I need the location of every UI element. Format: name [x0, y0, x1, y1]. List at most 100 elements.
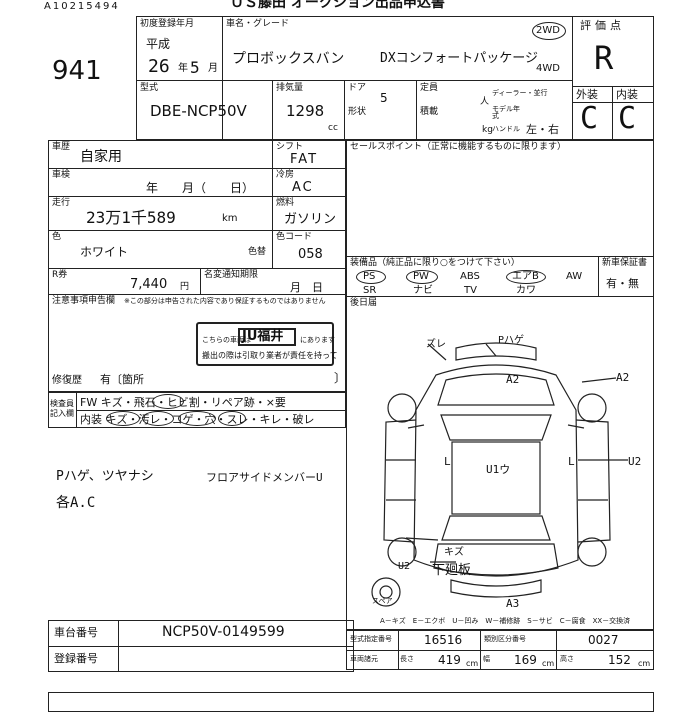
chassis-number: NCP50V-0149599: [162, 624, 285, 640]
height-unit: cm: [638, 659, 651, 668]
top-code: A10215494: [44, 1, 120, 12]
handle-value: 左・右: [526, 123, 559, 136]
equip-airbag: エアB: [512, 271, 539, 282]
shift: FAT: [290, 152, 319, 167]
model-code: DBE-NCP50V: [150, 102, 247, 120]
drive-4wd: 4WD: [536, 63, 560, 74]
name-change-value: 月 日: [290, 281, 323, 294]
height-label: 高さ: [560, 655, 574, 663]
equip-aw: AW: [566, 271, 583, 282]
car-name: プロボックスバン: [232, 51, 345, 67]
doors: 5: [380, 91, 388, 105]
ju-text-1: こちらの車両は: [202, 336, 251, 344]
month-unit: 月: [208, 63, 218, 74]
diag-right-door: L: [568, 455, 575, 468]
width-label: 幅: [483, 655, 490, 663]
equipment-label: 装備品（純正品に限り○をつけて下さい）: [350, 258, 520, 268]
aircon-label: 冷房: [276, 170, 295, 180]
new-record-label: 新車保証書: [602, 258, 648, 268]
circle-flying-stone: [152, 394, 184, 409]
capacity-label: 定員: [420, 83, 439, 93]
class-no: 0027: [588, 633, 619, 647]
exterior-grade: C: [580, 101, 599, 136]
recycle-label: R券: [52, 270, 68, 280]
ju-badge: JU福井: [242, 329, 284, 344]
cc-unit: cc: [328, 123, 338, 133]
circle-ps: [356, 270, 386, 284]
interior-grade: C: [618, 101, 637, 136]
reg-year: 26: [148, 56, 170, 77]
color: ホワイト: [80, 245, 129, 259]
eval-label: 評価点: [580, 19, 625, 32]
diag-right-fender: A2: [616, 371, 630, 384]
yen-unit: 円: [180, 282, 190, 292]
color-label: 色: [52, 232, 62, 242]
height: 152: [608, 653, 631, 667]
car-grade: DXコンフォートパッケージ: [380, 51, 539, 66]
new-record-value: 有・無: [606, 277, 639, 290]
model-label: 型式: [140, 83, 159, 93]
recycle-fee: 7,440: [130, 277, 168, 292]
diag-right-rear: U2: [628, 455, 642, 468]
hand-note-1: Pハゲ、ツヤナシ: [56, 469, 154, 484]
year-unit: 年: [178, 63, 188, 74]
diag-hood: A2: [506, 373, 520, 386]
model-year-label: モデル年式: [492, 105, 520, 120]
diag-top-left: ズレ: [426, 339, 446, 350]
circle-burn: [178, 411, 216, 426]
length-label: 長さ: [400, 655, 414, 663]
notes-label: 注意事項申告欄: [52, 296, 116, 306]
top-grid: [136, 16, 654, 140]
name-change-label: 名変通知期限: [204, 270, 259, 280]
diag-roof: U1ウ: [486, 463, 511, 476]
hand-note-3: フロアサイドメンバーU: [206, 471, 323, 484]
sales-point-label: セールスポイント（正常に機能するものに限ります）: [350, 142, 567, 152]
circle-pw: [406, 270, 438, 284]
color-code-label: 色コード: [276, 232, 313, 242]
reg-month: 5: [190, 58, 200, 77]
circle-hole: [218, 411, 246, 426]
diag-legend: A－キズ E－エクボ U－凹み W－補修跡 S－サビ C－腐食 XX－交換済: [380, 617, 631, 625]
ju-text-2: にあります: [300, 336, 335, 344]
type-no: 16516: [424, 633, 463, 647]
diag-rear-left: U2: [398, 561, 411, 572]
class-no-label: 類別区分番号: [484, 635, 526, 643]
inspection-date: 年 月（ 日）: [146, 181, 255, 195]
diag-rear-under: 下廻板: [432, 563, 472, 578]
car-name-label: 車名・グレード: [226, 19, 290, 29]
dims-label: 車両諸元: [350, 655, 378, 663]
interior-label: 内装: [616, 88, 638, 101]
handle-label: ハンドル: [492, 125, 520, 133]
reg-label: 登録番号: [54, 652, 98, 665]
inspector-label: 検査員記入欄: [50, 399, 74, 419]
diag-top-mid: Pハゲ: [498, 335, 525, 346]
length-unit: cm: [466, 659, 479, 668]
right-block: [346, 140, 654, 630]
equip-leather: カワ: [516, 285, 536, 296]
bottom-row: [48, 692, 654, 712]
lot-number: 941: [52, 56, 102, 86]
equip-abs: ABS: [460, 271, 480, 282]
fuel: ガソリン: [284, 212, 337, 227]
fuel-label: 燃料: [276, 198, 295, 208]
exterior-label: 外装: [576, 88, 598, 101]
usage: 自家用: [80, 149, 122, 165]
chassis-label: 車台番号: [54, 626, 98, 639]
repair-label: 修復歴: [52, 375, 82, 386]
color-code: 058: [298, 247, 323, 262]
car-damage-diagram: [371, 342, 628, 607]
diag-rear-scratch: キズ: [444, 547, 464, 558]
load-label: 積載: [420, 107, 439, 117]
mileage: 23万1千589: [86, 208, 176, 227]
width: 169: [514, 653, 537, 667]
ju-text-3: 搬出の際は引取り業者が責任を持って: [202, 351, 338, 360]
circle-airbag: [506, 270, 546, 284]
type-no-label: 型式指定番号: [350, 635, 392, 643]
hand-note-2: 各A.C: [56, 495, 96, 511]
rear-label: 後日届: [350, 298, 378, 308]
displacement-label: 排気量: [276, 83, 304, 93]
color-swatch-label: 色替: [248, 247, 267, 257]
repair-close: 〕: [334, 371, 347, 385]
circle-dirt: [142, 411, 174, 426]
shape-label: 形状: [348, 107, 367, 117]
